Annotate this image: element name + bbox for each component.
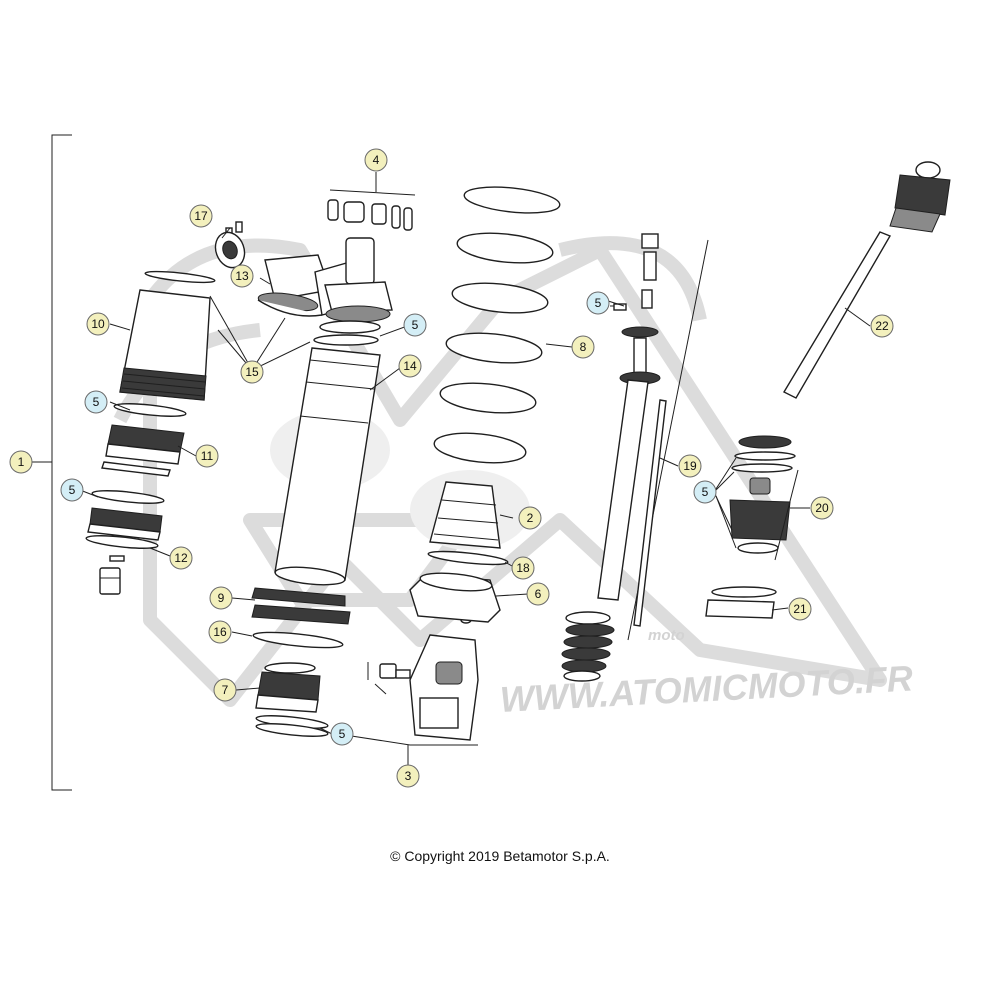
- callout-17: 17: [189, 204, 213, 228]
- callout-5: 5: [693, 480, 717, 504]
- callout-label: 20: [815, 501, 829, 515]
- part-4-small-parts: [327, 172, 416, 231]
- part-21-cap: [705, 586, 777, 619]
- part-2-bump-stop: [429, 481, 501, 549]
- callout-label: 16: [213, 625, 227, 639]
- callout-14: 14: [398, 354, 422, 378]
- callout-label: 7: [222, 683, 229, 697]
- callout-label: 4: [373, 153, 380, 167]
- leader-lines: [79, 227, 871, 735]
- callout-5: 5: [403, 313, 427, 337]
- callout-13: 13: [230, 264, 254, 288]
- callout-5: 5: [330, 722, 354, 746]
- callout-11: 11: [195, 444, 219, 468]
- part-8-spring: [433, 186, 561, 464]
- callout-20: 20: [810, 496, 834, 520]
- callout-label: 19: [683, 459, 697, 473]
- callout-label: 5: [595, 296, 602, 310]
- callout-label: 5: [69, 483, 76, 497]
- copyright-notice: © Copyright 2019 Betamotor S.p.A.: [390, 848, 610, 864]
- callout-label: 18: [516, 561, 530, 575]
- callout-label: 6: [535, 587, 542, 601]
- callout-22: 22: [870, 314, 894, 338]
- callouts: 1 2 3 4 5 5 5 5 5 5 6 7 8 9 10 11 12 13 …: [9, 148, 894, 788]
- callout-label: 1: [18, 455, 25, 469]
- part-18-washer: [427, 550, 509, 566]
- part-17-adjuster-knob: [214, 221, 246, 269]
- callout-label: 21: [793, 602, 807, 616]
- callout-6: 6: [526, 582, 550, 606]
- callout-label: 8: [580, 340, 587, 354]
- callout-label: 11: [201, 449, 214, 463]
- callout-label: 14: [403, 359, 417, 373]
- callout-12: 12: [169, 546, 193, 570]
- part-9-preload-rings: [251, 587, 351, 625]
- callout-8: 8: [571, 335, 595, 359]
- callout-label: 5: [93, 395, 100, 409]
- callout-3: 3: [396, 764, 420, 788]
- shaft-assembly: [561, 233, 709, 682]
- callout-10: 10: [86, 312, 110, 336]
- callout-label: 22: [875, 319, 889, 333]
- part-7-bottom-piston: [255, 662, 329, 737]
- part-20-valve-stack: [729, 435, 799, 561]
- callout-4: 4: [364, 148, 388, 172]
- callout-label: 3: [405, 769, 412, 783]
- callout-9: 9: [209, 586, 233, 610]
- callout-label: 15: [245, 365, 259, 379]
- callout-label: 9: [218, 591, 225, 605]
- callout-1: 1: [9, 450, 33, 474]
- callout-19: 19: [678, 454, 702, 478]
- callout-21: 21: [788, 597, 812, 621]
- callout-label: 12: [174, 551, 188, 565]
- part-6-spring-cup: [409, 572, 501, 623]
- part-13-head: [257, 237, 393, 334]
- callout-label: 10: [91, 317, 105, 331]
- callout-label: 17: [194, 209, 208, 223]
- callout-16: 16: [208, 620, 232, 644]
- callout-label: 5: [412, 318, 419, 332]
- callout-18: 18: [511, 556, 535, 580]
- assembly-bracket: [32, 134, 72, 791]
- callout-5: 5: [84, 390, 108, 414]
- callout-7: 7: [213, 678, 237, 702]
- callout-5: 5: [586, 291, 610, 315]
- part-16-ring: [252, 631, 344, 649]
- callout-label: 13: [235, 269, 249, 283]
- part-12-piston-group: [85, 490, 165, 595]
- part-10-reservoir: [119, 270, 216, 401]
- callout-label: 5: [702, 485, 709, 499]
- callout-label: 2: [527, 511, 534, 525]
- callout-5: 5: [60, 478, 84, 502]
- watermark-brand: moto: [648, 627, 685, 644]
- callout-2: 2: [518, 506, 542, 530]
- watermark-url: WWW.ATOMICMOTO.FR: [499, 657, 914, 720]
- part-14-shock-body: [274, 334, 381, 586]
- part-11-reservoir-cap: [101, 403, 187, 477]
- callout-label: 5: [339, 727, 346, 741]
- part-22-cartridge: [783, 161, 951, 399]
- callout-15: 15: [240, 360, 264, 384]
